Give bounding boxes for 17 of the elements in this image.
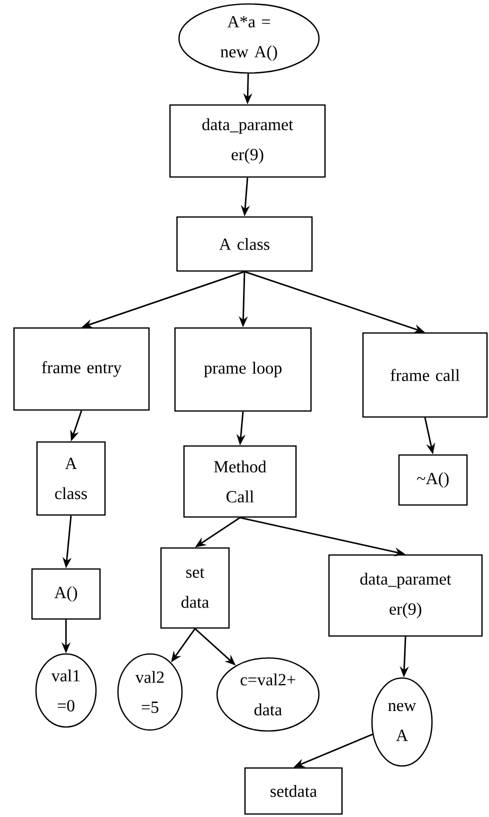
process-box: Method Call: [183, 445, 297, 518]
process-box: A class: [176, 216, 313, 272]
oval-node: new A: [371, 677, 433, 767]
oval-node: val1 =0: [35, 653, 97, 728]
process-box: data_paramet er(9): [328, 554, 483, 637]
oval-node: A*a = new A(): [178, 3, 320, 74]
process-box: data_paramet er(9): [169, 104, 326, 178]
process-box: A(): [31, 568, 101, 620]
process-box: A class: [36, 441, 106, 516]
process-box: frame entry: [13, 327, 150, 411]
process-box: setdata: [244, 767, 343, 815]
process-box: ~A(): [398, 454, 468, 506]
process-box: prame loop: [174, 327, 312, 412]
oval-node: val2 =5: [117, 653, 183, 731]
oval-node: c=val2+ data: [216, 657, 320, 732]
process-box: set data: [160, 547, 230, 629]
process-box: frame call: [362, 332, 488, 418]
